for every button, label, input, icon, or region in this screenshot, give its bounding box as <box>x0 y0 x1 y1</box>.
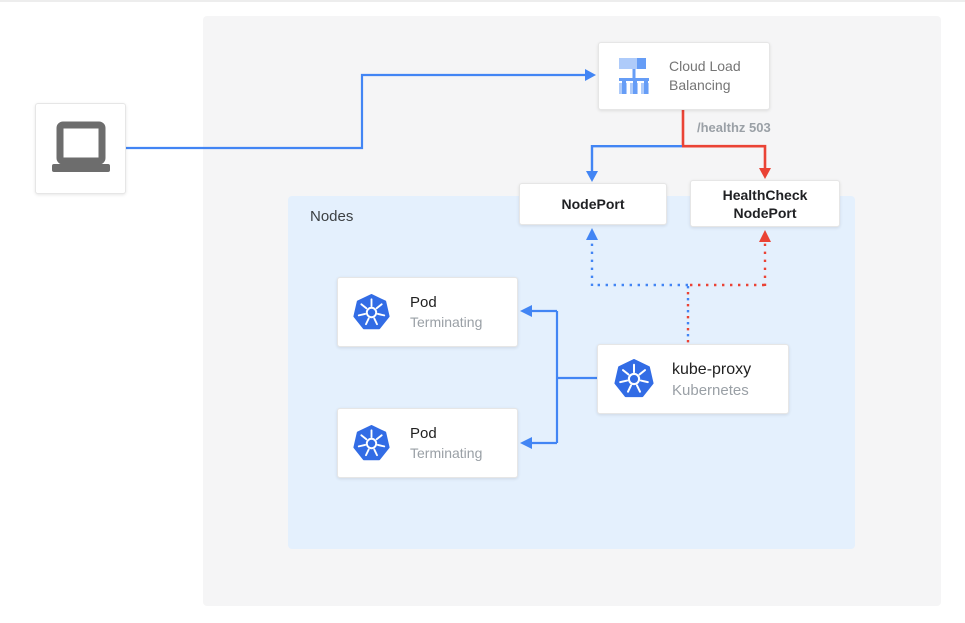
pod-text: Pod Terminating <box>410 424 482 463</box>
client-laptop-node <box>35 103 126 194</box>
kubernetes-icon <box>353 424 390 460</box>
nodeport-label: NodePort <box>561 196 625 212</box>
cloud-load-balancing-node: Cloud Load Balancing <box>598 42 770 110</box>
nodes-group-label: Nodes <box>310 208 354 225</box>
healthcheck-nodeport-label: HealthCheck NodePort <box>722 186 808 221</box>
pod-text: Pod Terminating <box>410 293 482 332</box>
healthcheck-nodeport-node: HealthCheck NodePort <box>690 180 840 227</box>
cloud-load-balancing-icon <box>619 58 649 94</box>
kubernetes-icon <box>614 359 654 398</box>
pod-node-2: Pod Terminating <box>337 408 518 478</box>
pod-node-1: Pod Terminating <box>337 277 518 347</box>
pod-title: Pod <box>410 424 437 442</box>
page-top-border <box>0 0 965 2</box>
cloud-load-balancing-label: Cloud Load Balancing <box>669 58 741 93</box>
kube-proxy-title: kube-proxy <box>672 360 752 378</box>
laptop-icon <box>51 121 110 172</box>
nodeport-node: NodePort <box>519 183 667 225</box>
kube-proxy-subtitle: Kubernetes <box>672 381 749 399</box>
healthz-status-label: /healthz 503 <box>697 120 771 135</box>
kubernetes-icon <box>353 293 390 329</box>
pod-title: Pod <box>410 293 437 311</box>
kube-proxy-node: kube-proxy Kubernetes <box>597 344 789 414</box>
pod-status: Terminating <box>410 444 483 461</box>
kube-proxy-text: kube-proxy Kubernetes <box>672 359 751 400</box>
pod-status: Terminating <box>410 313 483 330</box>
